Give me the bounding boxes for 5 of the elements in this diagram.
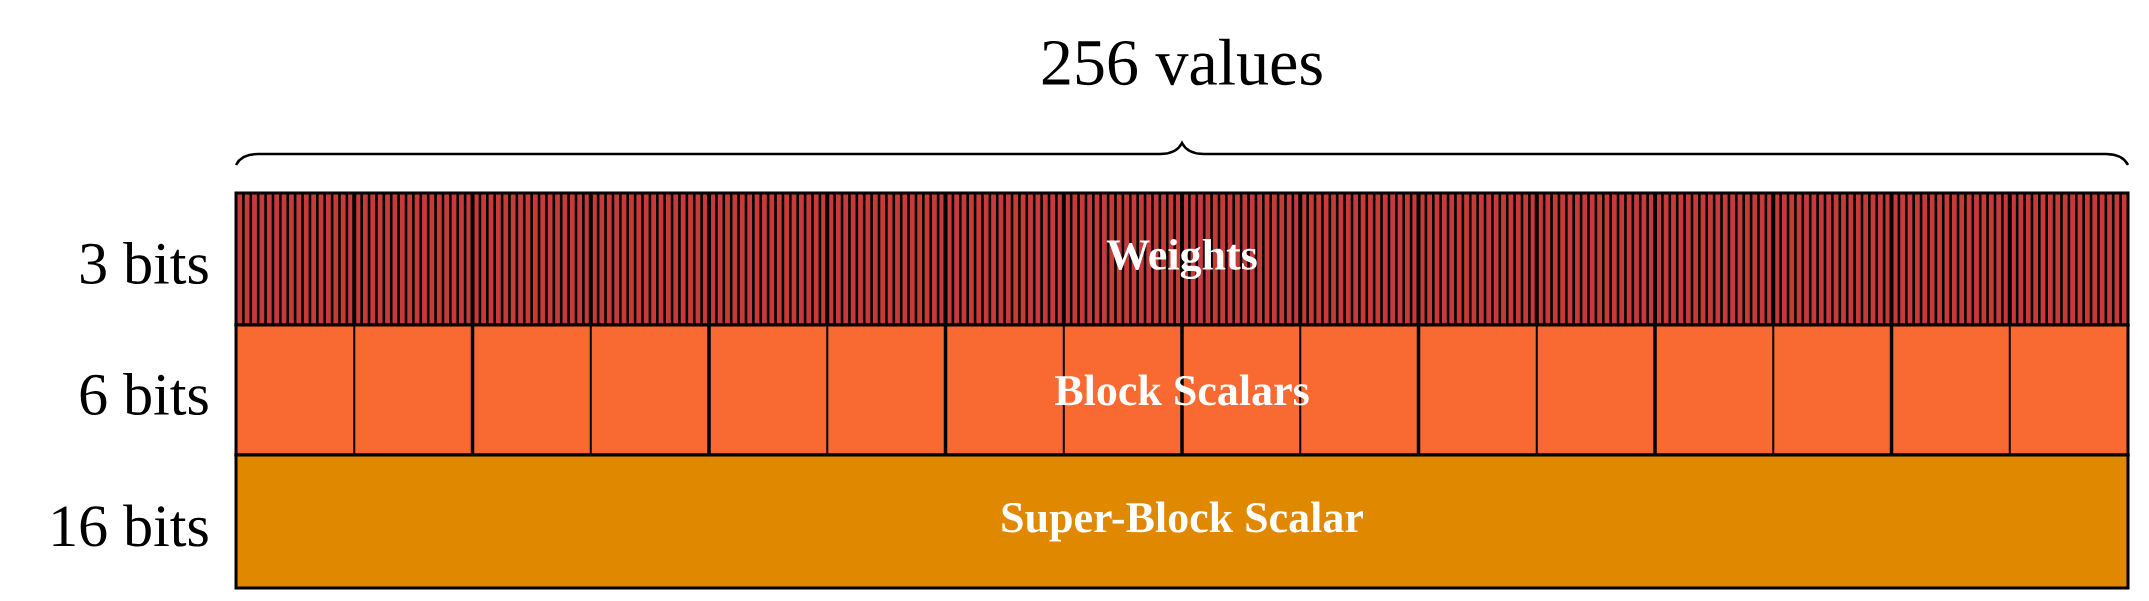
bit-width-label: 6 bits <box>80 372 208 416</box>
bit-width-label: 3 bits <box>81 241 208 285</box>
scalar-band: Super-Block Scalar <box>234 453 2130 590</box>
dimension-label: 256 values <box>1042 38 1322 86</box>
bit-width-label: 16 bits <box>53 504 208 547</box>
